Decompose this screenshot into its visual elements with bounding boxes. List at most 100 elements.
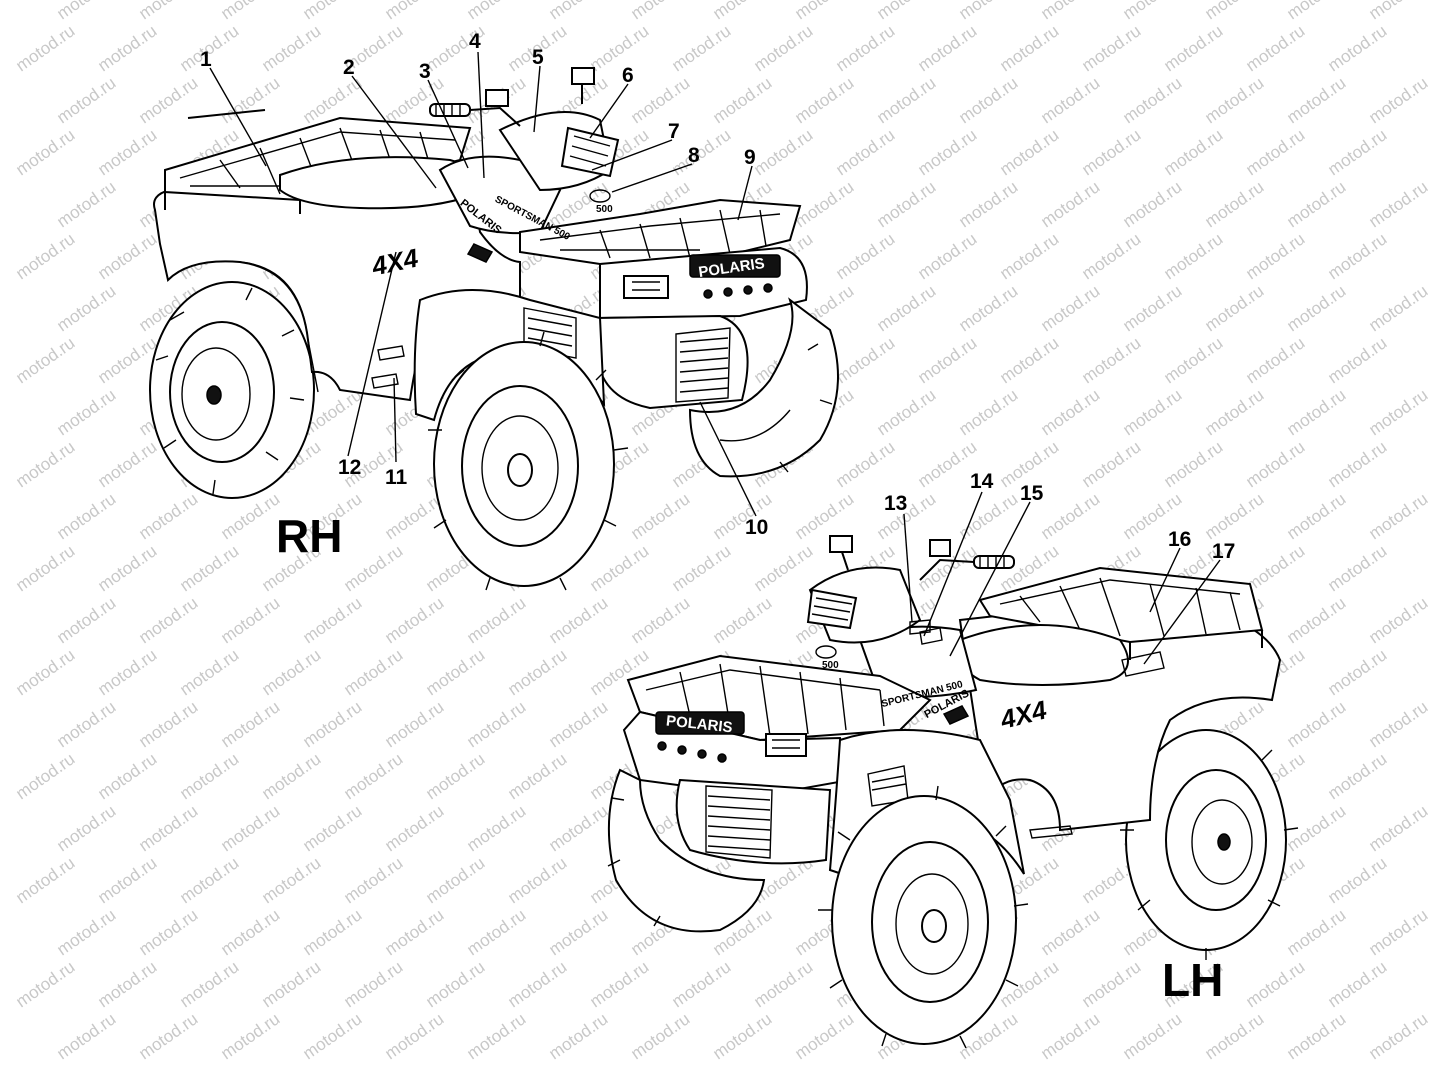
watermark-text: motod.ru [832,21,898,75]
watermark-text: motod.ru [53,697,119,751]
watermark-text: motod.ru [873,73,939,127]
callout-5: 5 [532,46,544,69]
watermark-text: motod.ru [545,593,611,647]
watermark-text: motod.ru [53,0,119,23]
watermark-text: motod.ru [1324,333,1390,387]
watermark-text: motod.ru [381,801,447,855]
watermark-text: motod.ru [12,333,78,387]
watermark-text: motod.ru [94,853,160,907]
watermark-text: motod.ru [750,125,816,179]
watermark-text: motod.ru [1037,177,1103,231]
callout-6: 6 [622,64,634,87]
watermark-text: motod.ru [832,229,898,283]
watermark-text: motod.ru [1365,73,1431,127]
watermark-text: motod.ru [1365,385,1431,439]
watermark-text: motod.ru [1283,73,1349,127]
watermark-text: motod.ru [1283,697,1349,751]
watermark-text: motod.ru [1365,905,1431,959]
watermark-text: motod.ru [94,229,160,283]
watermark-text: motod.ru [176,645,242,699]
callout-17: 17 [1212,540,1235,563]
watermark-text: motod.ru [1365,1009,1431,1063]
watermark-text: motod.ru [750,21,816,75]
watermark-text: motod.ru [381,697,447,751]
watermark-text: motod.ru [627,1009,693,1063]
watermark-text: motod.ru [1242,957,1308,1011]
watermark-text: motod.ru [463,593,529,647]
rh-grille [594,314,749,410]
watermark-text: motod.ru [996,229,1062,283]
watermark-text: motod.ru [299,801,365,855]
watermark-text: motod.ru [627,73,693,127]
watermark-text: motod.ru [1283,489,1349,543]
watermark-text: motod.ru [12,229,78,283]
watermark-text: motod.ru [422,853,488,907]
watermark-text: motod.ru [340,853,406,907]
watermark-text: motod.ru [1365,697,1431,751]
watermark-text: motod.ru [1283,905,1349,959]
watermark-text: motod.ru [873,177,939,231]
watermark-text: motod.ru [627,489,693,543]
watermark-text: motod.ru [12,749,78,803]
watermark-text: motod.ru [627,593,693,647]
watermark-text: motod.ru [12,437,78,491]
watermark-text: motod.ru [1119,177,1185,231]
watermark-text: motod.ru [1242,21,1308,75]
rh-front-rack [519,198,802,266]
watermark-text: motod.ru [627,0,693,23]
watermark-text: motod.ru [1283,385,1349,439]
watermark-text: motod.ru [463,801,529,855]
watermark-text: motod.ru [1037,905,1103,959]
watermark-text: motod.ru [1160,437,1226,491]
watermark-text: motod.ru [1283,0,1349,23]
watermark-text: motod.ru [217,697,283,751]
watermark-text: motod.ru [1078,229,1144,283]
watermark-text: motod.ru [545,697,611,751]
watermark-text: motod.ru [586,957,652,1011]
watermark-text: motod.ru [94,125,160,179]
watermark-text: motod.ru [217,1009,283,1063]
view-label-lh: LH [1162,954,1223,1006]
callout-2: 2 [343,56,355,79]
watermark-text: motod.ru [1119,385,1185,439]
watermark-text: motod.ru [791,1009,857,1063]
watermark-text: motod.ru [1283,281,1349,335]
lh-leader-lines [903,491,1221,665]
watermark-text: motod.ru [1119,73,1185,127]
watermark-text: motod.ru [955,73,1021,127]
rh-rear-wheel [149,281,315,499]
rh-far-front-wheel [688,297,839,478]
watermark-text: motod.ru [340,541,406,595]
watermark-text: motod.ru [1283,177,1349,231]
watermark-text: motod.ru [463,697,529,751]
watermark-text: motod.ru [135,801,201,855]
watermark-text: motod.ru [1119,0,1185,23]
watermark-text: motod.ru [463,0,529,23]
watermark-text: motod.ru [463,1009,529,1063]
watermark-text: motod.ru [381,0,447,23]
lh-handlebar [919,539,1015,581]
watermark-text: motod.ru [873,0,939,23]
rh-front-bumper: POLARIS [599,246,808,320]
callout-11: 11 [385,466,408,489]
watermark-text: motod.ru [463,905,529,959]
watermark-text: motod.ru [53,489,119,543]
watermark-text: motod.ru [1201,73,1267,127]
watermark-text: motod.ru [504,645,570,699]
watermark-text: motod.ru [1037,385,1103,439]
watermark-text: motod.ru [135,593,201,647]
watermark-text: motod.ru [135,697,201,751]
watermark-text: motod.ru [94,437,160,491]
callout-8: 8 [688,144,700,167]
watermark-text: motod.ru [1037,0,1103,23]
watermark-text: motod.ru [1160,125,1226,179]
lh-engine-decal: 500 [822,660,839,671]
watermark-text: motod.ru [135,905,201,959]
callout-7: 7 [668,120,680,143]
watermark-text: motod.ru [340,645,406,699]
watermark-text: motod.ru [750,957,816,1011]
watermark-text: motod.ru [422,645,488,699]
watermark-text: motod.ru [176,541,242,595]
watermark-text: motod.ru [1078,21,1144,75]
watermark-text: motod.ru [1037,489,1103,543]
